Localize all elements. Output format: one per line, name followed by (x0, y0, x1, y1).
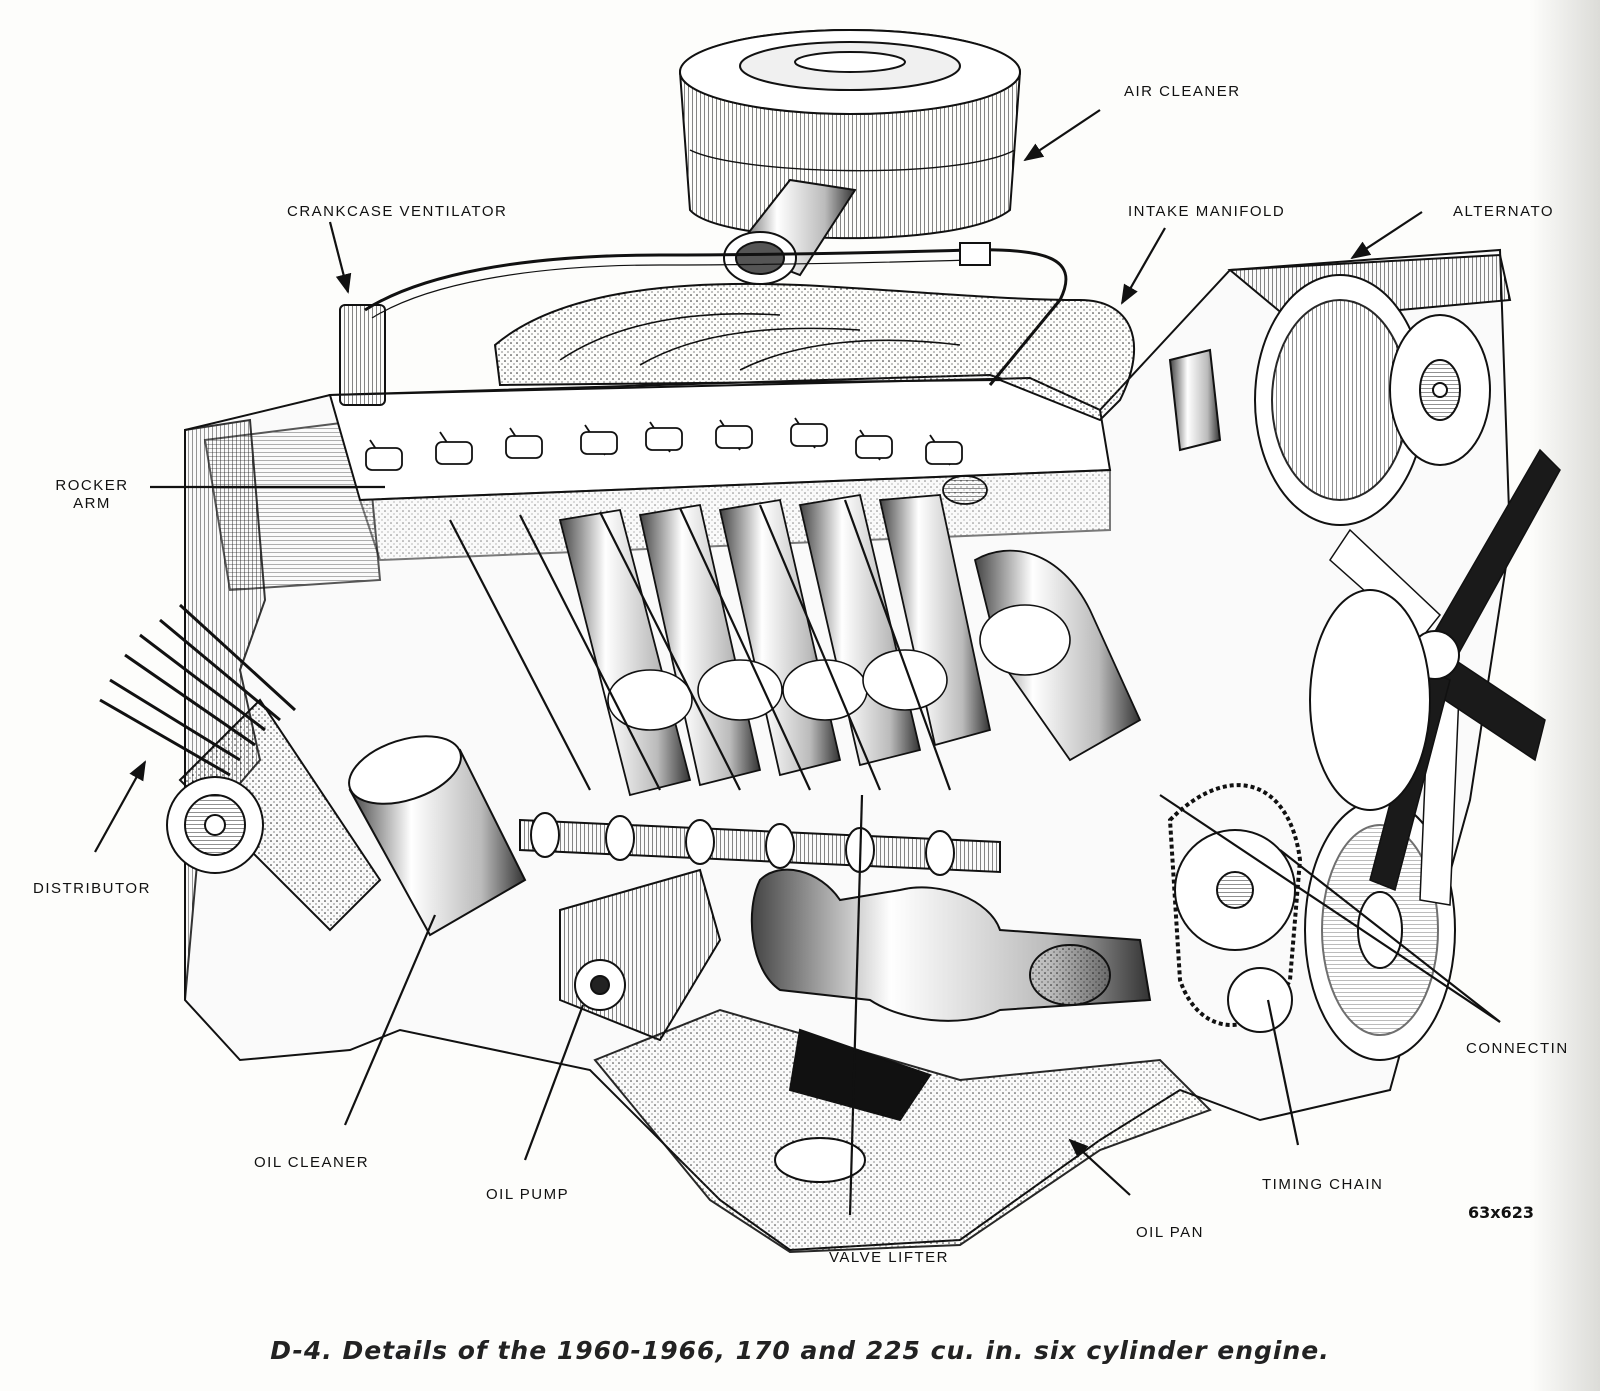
label-rocker-arm-line2: ARM (73, 495, 111, 512)
label-crankcase-ventilator: CRANKCASE VENTILATOR (287, 203, 508, 220)
leader-valve-lifter (848, 794, 864, 1216)
leader-air-cleaner (1023, 109, 1101, 162)
piston-heads (607, 604, 1071, 731)
rocker-arm-row (365, 417, 988, 505)
timing-chain-drawing (1167, 783, 1303, 1033)
oil-pump-drawing (559, 868, 722, 1042)
leader-oil-cleaner (343, 914, 437, 1126)
label-intake-manifold: INTAKE MANIFOLD (1128, 203, 1286, 220)
oil-filter-drawing (348, 735, 527, 937)
ventilator-hose (364, 248, 1068, 386)
figure-caption: D-4. Details of the 1960-1966, 170 and 2… (270, 1336, 1330, 1365)
label-connecting: CONNECTIN (1466, 1040, 1569, 1057)
label-rocker-arm: ROCKER ARM (52, 477, 132, 513)
leader-alternator (1350, 211, 1423, 260)
leader-connecting (1159, 794, 1501, 1023)
thermostat-outlet (1168, 348, 1222, 452)
intake-manifold (493, 282, 1136, 422)
leader-crankcase-ventilator (328, 221, 352, 294)
page-edge-shadow (1530, 0, 1600, 1391)
distributor-drawing (99, 603, 382, 932)
label-valve-lifter: VALVE LIFTER (829, 1249, 949, 1266)
oil-pan-drawing (593, 1008, 1212, 1254)
alternator-drawing (1227, 253, 1512, 526)
ventilator-valve (339, 304, 386, 406)
leader-lines (94, 109, 1501, 1216)
label-oil-pump: OIL PUMP (486, 1186, 570, 1203)
water-pump-pulley (1309, 589, 1431, 811)
leader-connecting-2 (1279, 849, 1501, 1023)
engine-drawing (99, 29, 1561, 1254)
label-oil-pan: OIL PAN (1136, 1224, 1205, 1241)
leader-timing-chain (1266, 999, 1300, 1146)
label-rocker-arm-line1: ROCKER (55, 477, 129, 494)
label-timing-chain: TIMING CHAIN (1262, 1176, 1384, 1193)
figure-number: 63x623 (1468, 1203, 1534, 1222)
air-snorkel (723, 178, 857, 285)
push-rods (449, 499, 952, 791)
label-alternator: ALTERNATO (1453, 203, 1555, 220)
air-cleaner-drawing (679, 29, 1021, 240)
label-oil-cleaner: OIL CLEANER (254, 1154, 370, 1171)
label-air-cleaner: AIR CLEANER (1124, 83, 1241, 100)
leader-oil-pan (1068, 1138, 1131, 1196)
leader-oil-pump (523, 1004, 585, 1161)
leader-intake-manifold (1121, 227, 1166, 305)
label-distributor: DISTRIBUTOR (33, 880, 151, 897)
leader-distributor (94, 760, 146, 853)
